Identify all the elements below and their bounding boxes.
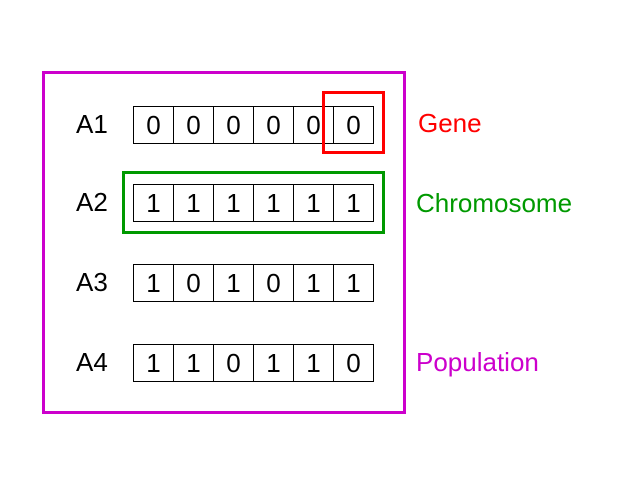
gene-cell: 1 bbox=[214, 265, 254, 301]
chromosome-highlight-box bbox=[122, 171, 385, 234]
gene-cell: 1 bbox=[134, 345, 174, 381]
gene-cell: 0 bbox=[214, 345, 254, 381]
gene-cell: 0 bbox=[334, 345, 374, 381]
population-label: Population bbox=[416, 347, 539, 377]
gene-cell: 1 bbox=[294, 265, 334, 301]
gene-cell: 0 bbox=[134, 107, 174, 143]
gene-cell: 1 bbox=[174, 185, 214, 221]
bit-string-a4: 1 1 0 1 1 0 bbox=[133, 344, 374, 382]
row-label-a4: A4 bbox=[76, 347, 108, 377]
row-label-a2: A2 bbox=[76, 187, 108, 217]
gene-cell: 0 bbox=[174, 265, 214, 301]
gene-cell: 1 bbox=[174, 345, 214, 381]
chromosome-label: Chromosome bbox=[416, 188, 573, 218]
bit-string-a2: 1 1 1 1 1 1 bbox=[133, 184, 374, 222]
row-label-a1: A1 bbox=[76, 109, 108, 139]
bit-string-a1: 0 0 0 0 0 0 bbox=[133, 106, 374, 144]
gene-cell: 0 bbox=[334, 107, 374, 143]
chromosome-row-a1: A1 0 0 0 0 0 0 bbox=[0, 104, 400, 144]
gene-cell: 0 bbox=[254, 107, 294, 143]
gene-cell: 1 bbox=[254, 185, 294, 221]
population-box bbox=[42, 71, 406, 414]
gene-label: Gene bbox=[418, 108, 482, 138]
chromosome-row-a3: A3 1 0 1 0 1 1 bbox=[0, 262, 400, 302]
gene-highlight-box bbox=[322, 91, 385, 154]
gene-cell: 1 bbox=[294, 185, 334, 221]
gene-cell: 0 bbox=[294, 107, 334, 143]
gene-cell: 1 bbox=[134, 265, 174, 301]
bit-string-a3: 1 0 1 0 1 1 bbox=[133, 264, 374, 302]
gene-cell: 0 bbox=[174, 107, 214, 143]
gene-cell: 0 bbox=[214, 107, 254, 143]
chromosome-row-a2: A2 1 1 1 1 1 1 bbox=[0, 182, 400, 222]
row-label-a3: A3 bbox=[76, 267, 108, 297]
gene-cell: 1 bbox=[294, 345, 334, 381]
gene-cell: 0 bbox=[254, 265, 294, 301]
gene-cell: 1 bbox=[134, 185, 174, 221]
gene-cell: 1 bbox=[334, 185, 374, 221]
gene-cell: 1 bbox=[214, 185, 254, 221]
chromosome-row-a4: A4 1 1 0 1 1 0 bbox=[0, 342, 400, 382]
gene-cell: 1 bbox=[334, 265, 374, 301]
gene-cell: 1 bbox=[254, 345, 294, 381]
